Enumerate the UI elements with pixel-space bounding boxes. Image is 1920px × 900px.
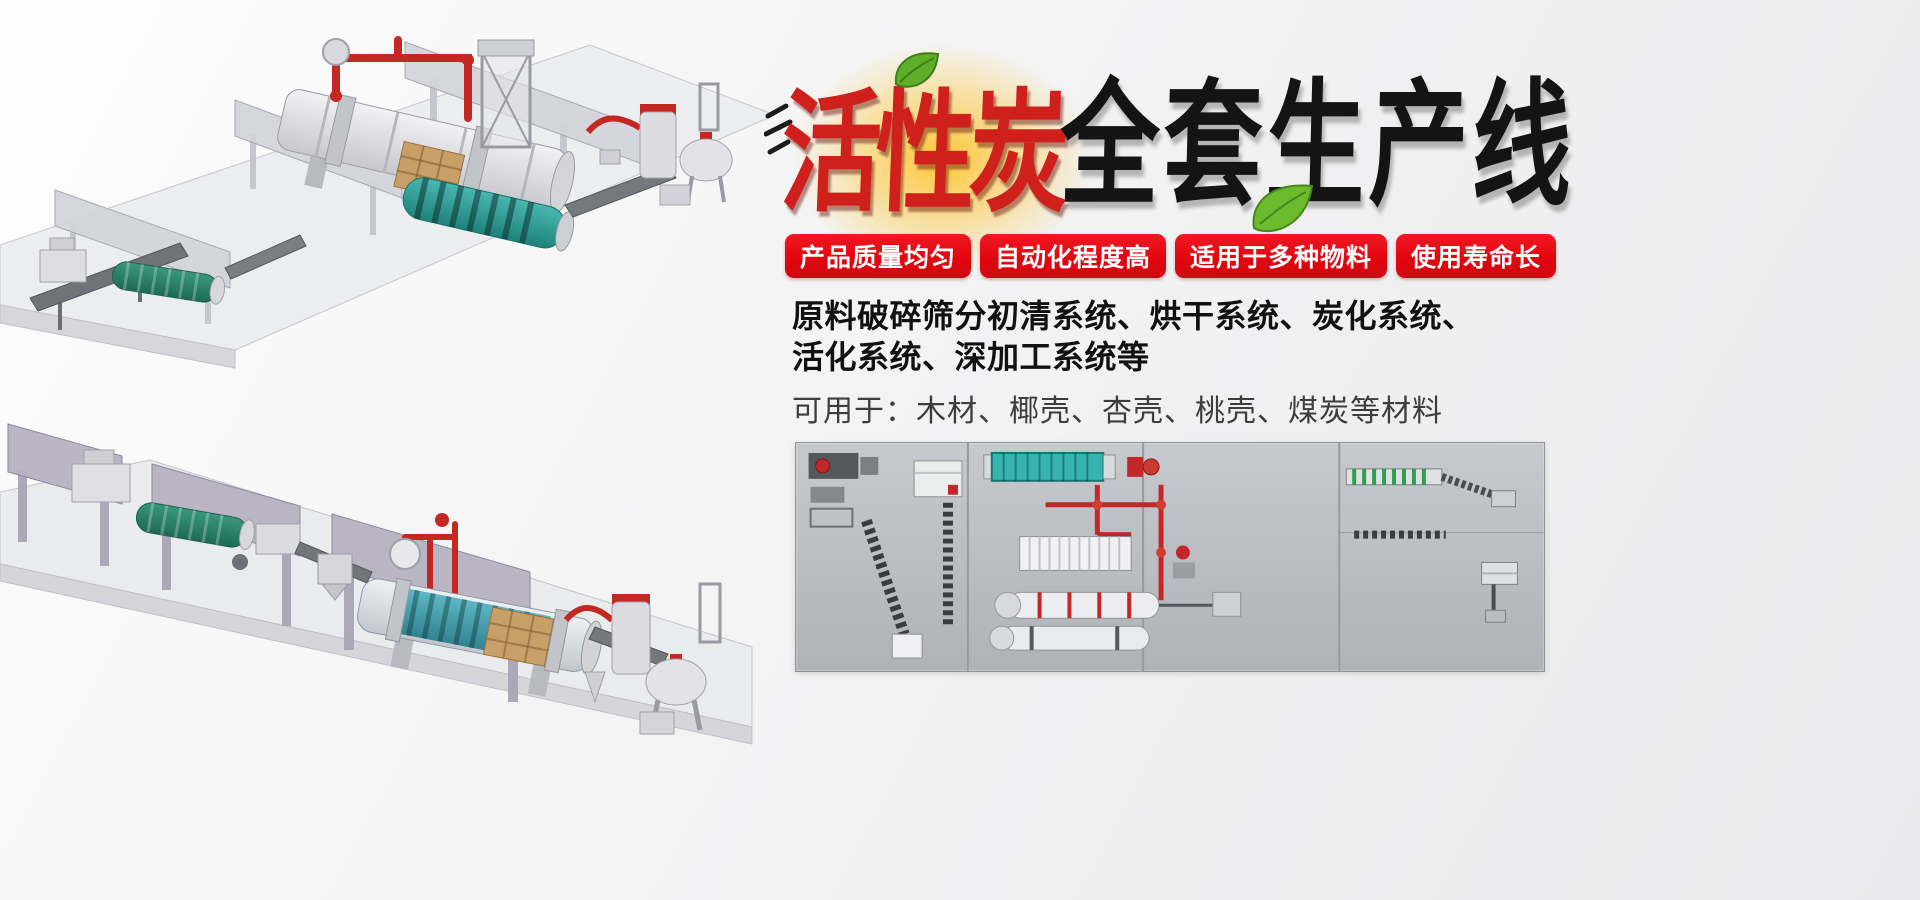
badge-long-life: 使用寿命长 — [1396, 234, 1557, 278]
rotary-cylinder-1 — [994, 591, 1160, 619]
control-box — [913, 460, 963, 498]
leaf-icon-2 — [1252, 184, 1314, 233]
layout-diagram-panel — [795, 442, 1545, 672]
diagonal-conveyor — [861, 518, 910, 636]
teal-granulator-drum — [402, 177, 575, 252]
leaf-icon — [894, 52, 940, 88]
description-block: 原料破碎筛分初清系统、烘干系统、炭化系统、 活化系统、深加工系统等 可用于：木材… — [792, 296, 1592, 430]
red-piping-topview — [1045, 484, 1167, 601]
layout-diagram — [808, 443, 1544, 671]
feature-badges: 产品质量均匀 自动化程度高 适用于多种物料 使用寿命长 — [785, 234, 1557, 278]
systems-line-2: 活化系统、深加工系统等 — [792, 338, 1150, 376]
feeder-cluster — [808, 452, 879, 528]
pump-and-connector — [1159, 545, 1242, 617]
collector-box — [891, 633, 923, 659]
materials-line: 可用于：木材、椰壳、杏壳、桃壳、煤炭等材料 — [792, 394, 1443, 429]
crusher-unit — [39, 237, 87, 283]
speed-dashes-icon — [764, 103, 793, 155]
feeder-box — [71, 449, 131, 503]
green-rotary-screen — [111, 261, 226, 305]
discharge-cart — [1481, 561, 1518, 623]
badge-uniform-quality: 产品质量均匀 — [785, 234, 972, 278]
feed-conveyor — [224, 234, 307, 280]
badge-label: 使用寿命长 — [1411, 243, 1542, 272]
production-line-render-bottom — [0, 423, 753, 745]
support-tower — [477, 39, 535, 149]
red-piping — [322, 36, 474, 122]
production-line-render-top — [0, 36, 775, 369]
badge-label: 适用于多种物料 — [1190, 243, 1373, 272]
floor-slab — [0, 44, 775, 369]
hopper-frame — [317, 553, 353, 601]
star-wheel — [232, 554, 248, 570]
cooler-radiator — [1019, 536, 1132, 571]
brick-heat-wall — [482, 606, 555, 667]
furnace-cluster — [585, 82, 733, 206]
rotary-cylinder-2 — [989, 625, 1150, 651]
badge-multi-material: 适用于多种物料 — [1175, 234, 1388, 278]
discharge-conveyor — [564, 165, 677, 218]
packing-conveyor — [1345, 468, 1516, 508]
teal-drum-topview — [983, 451, 1160, 482]
badge-high-automation: 自动化程度高 — [980, 234, 1167, 278]
systems-line-1: 原料破碎筛分初清系统、烘干系统、炭化系统、 — [792, 297, 1475, 335]
screen-box — [255, 523, 301, 555]
main-title: 活性炭 全套生产线 — [764, 44, 1577, 274]
green-rotary-screen — [135, 502, 255, 551]
badge-label: 产品质量均匀 — [800, 243, 957, 272]
furnace-cluster — [563, 582, 722, 735]
badge-label: 自动化程度高 — [995, 243, 1152, 272]
red-pipe-tower — [389, 513, 458, 607]
title-activated-carbon: 活性炭 — [778, 76, 1067, 231]
